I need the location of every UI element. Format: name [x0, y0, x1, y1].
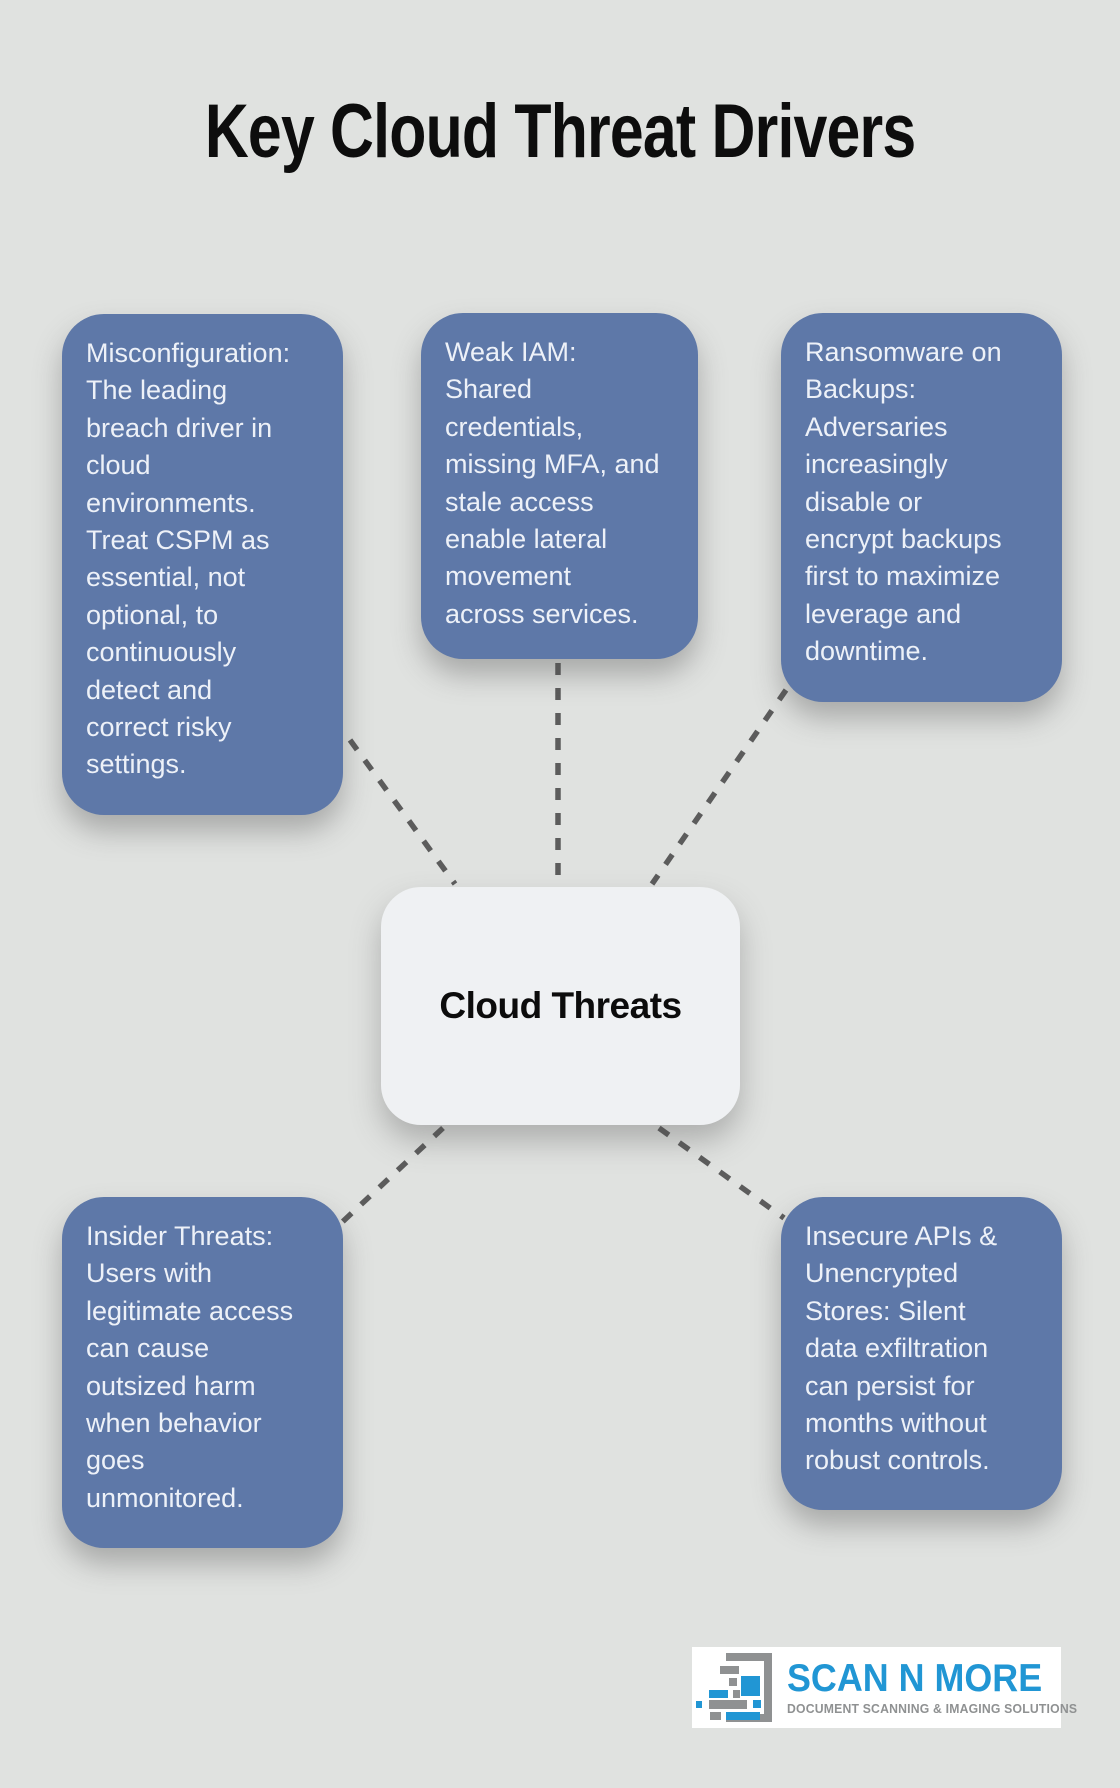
page-title-text: Key Cloud Threat Drivers	[204, 89, 916, 174]
brand-logo: SCAN N MORE DOCUMENT SCANNING & IMAGING …	[692, 1647, 1077, 1728]
connector-ransomware	[649, 688, 789, 886]
node-insider-threats: Insider Threats: Users with legitimate a…	[62, 1197, 343, 1548]
connector-misconfiguration	[347, 738, 458, 886]
node-ransomware-on-backups: Ransomware on Backups: Adversaries incre…	[781, 313, 1062, 702]
brand-tagline: DOCUMENT SCANNING & IMAGING SOLUTIONS	[787, 1702, 1078, 1717]
connector-insecure-apis	[657, 1125, 786, 1221]
node-insecure-apis: Insecure APIs & Unencrypted Stores: Sile…	[781, 1197, 1062, 1510]
node-weak-iam: Weak IAM: Shared credentials, missing MF…	[421, 313, 698, 659]
page-title: Key Cloud Threat Drivers	[0, 88, 1120, 175]
node-misconfiguration: Misconfiguration: The leading breach dri…	[62, 314, 343, 815]
scanner-document-icon	[696, 1653, 778, 1722]
connector-insider	[336, 1125, 445, 1229]
center-node-label: Cloud Threats	[439, 985, 682, 1026]
brand-name: SCAN N MORE	[787, 1657, 1043, 1701]
center-node-cloud-threats: Cloud Threats	[381, 887, 740, 1125]
